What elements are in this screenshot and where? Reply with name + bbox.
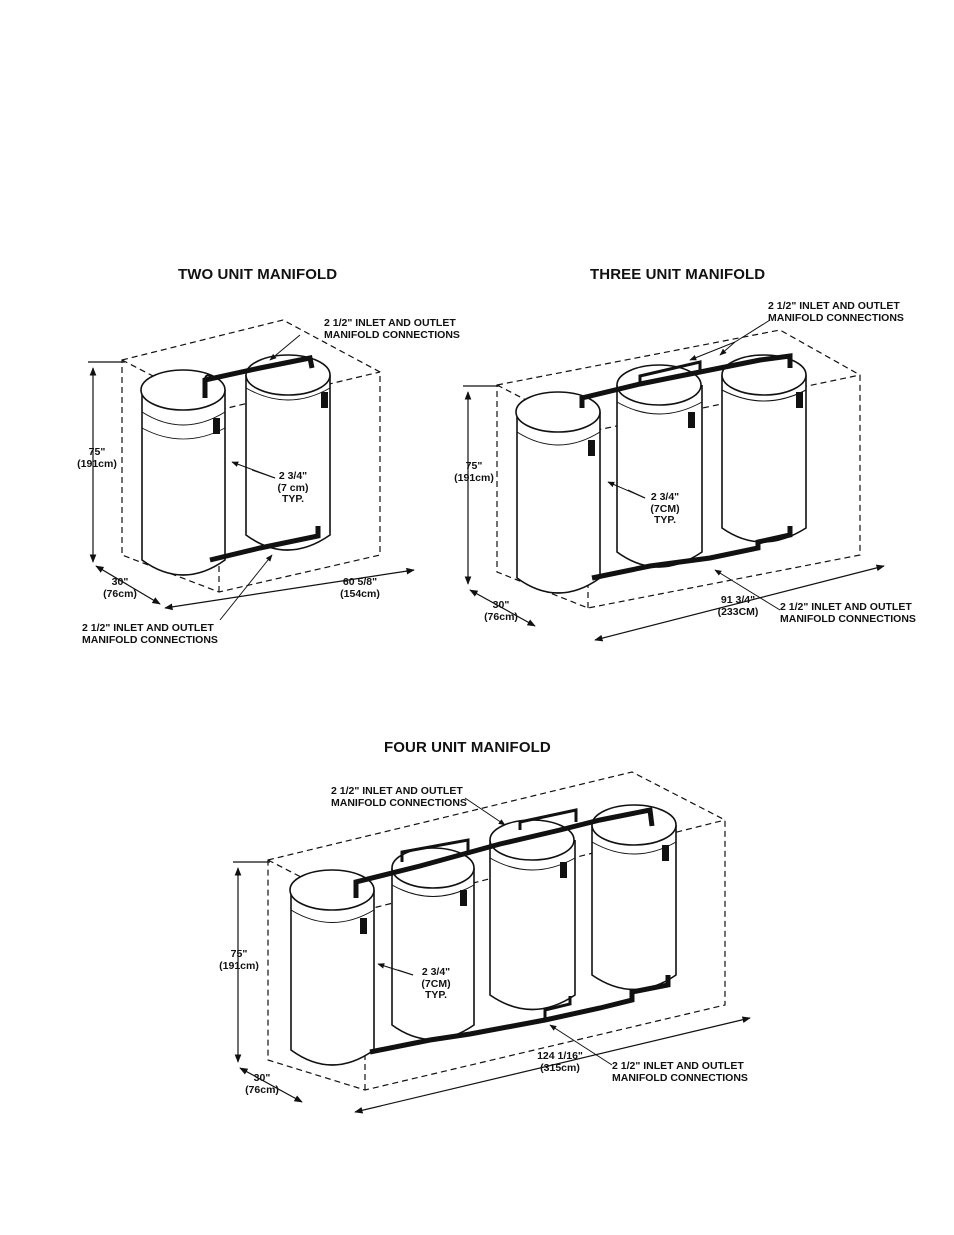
two-unit-top-pipe — [202, 355, 315, 398]
two-unit-height-dim — [88, 361, 125, 563]
three-unit-manifold — [463, 319, 885, 642]
four-unit-height-label: 75" (191cm) — [219, 948, 259, 972]
three-unit-depth-label: 30" (76cm) — [484, 599, 518, 623]
three-unit-width-dim — [594, 564, 885, 642]
three-unit-tank-3 — [721, 354, 807, 543]
three-unit-tank-2 — [616, 364, 703, 568]
four-unit-tank-3 — [489, 819, 576, 1011]
three-unit-tank-1 — [515, 391, 601, 594]
four-unit-width-dim — [354, 1016, 751, 1114]
two-unit-manifold — [88, 319, 415, 621]
three-unit-bottom-connections-label: 2 1/2" INLET AND OUTLET MANIFOLD CONNECT… — [780, 601, 916, 625]
four-unit-tank-1 — [289, 869, 375, 1066]
four-unit-spacing-label: 2 3/4" (7CM) TYP. — [421, 966, 451, 1001]
four-unit-width-label: 124 1/16" (315cm) — [537, 1050, 583, 1074]
four-unit-height-dim — [233, 861, 270, 1063]
four-unit-depth-label: 30" (76cm) — [245, 1072, 279, 1096]
three-unit-width-label: 91 3/4" (233CM) — [717, 594, 759, 618]
four-unit-leaders — [377, 797, 613, 1066]
two-unit-tank-1 — [140, 369, 226, 576]
four-unit-manifold — [233, 771, 751, 1114]
four-unit-tank-2 — [391, 847, 475, 1041]
two-unit-top-connections-label: 2 1/2" INLET AND OUTLET MANIFOLD CONNECT… — [324, 317, 460, 341]
four-unit-bottom-connections-label: 2 1/2" INLET AND OUTLET MANIFOLD CONNECT… — [612, 1060, 748, 1084]
four-unit-depth-dim — [239, 1067, 303, 1103]
four-unit-top-connections-label: 2 1/2" INLET AND OUTLET MANIFOLD CONNECT… — [331, 785, 467, 809]
two-unit-bottom-connections-label: 2 1/2" INLET AND OUTLET MANIFOLD CONNECT… — [82, 622, 218, 646]
three-unit-leaders — [607, 319, 781, 611]
two-unit-height-label: 75" (191cm) — [77, 446, 117, 470]
two-unit-width-dim — [164, 567, 415, 611]
three-unit-depth-dim — [469, 589, 536, 627]
four-unit-top-pipe — [353, 807, 655, 898]
two-unit-tank-2 — [245, 354, 331, 551]
three-unit-title: THREE UNIT MANIFOLD — [590, 266, 766, 283]
two-unit-title: TWO UNIT MANIFOLD — [178, 266, 338, 283]
four-unit-title: FOUR UNIT MANIFOLD — [384, 739, 551, 756]
four-unit-tank-4 — [591, 804, 677, 991]
three-unit-height-dim — [463, 385, 500, 585]
two-unit-leaders — [219, 334, 301, 621]
three-unit-top-pipe — [579, 353, 793, 408]
two-unit-depth-label: 30" (76cm) — [103, 576, 137, 600]
three-unit-top-connections-label: 2 1/2" INLET AND OUTLET MANIFOLD CONNECT… — [768, 300, 904, 324]
two-unit-spacing-label: 2 3/4" (7 cm) TYP. — [277, 470, 309, 505]
three-unit-spacing-label: 2 3/4" (7CM) TYP. — [650, 491, 680, 526]
two-unit-depth-dim — [95, 565, 161, 605]
two-unit-width-label: 60 5/8" (154cm) — [340, 576, 380, 600]
two-unit-bottom-pipe — [209, 526, 321, 563]
three-unit-height-label: 75" (191cm) — [454, 460, 494, 484]
